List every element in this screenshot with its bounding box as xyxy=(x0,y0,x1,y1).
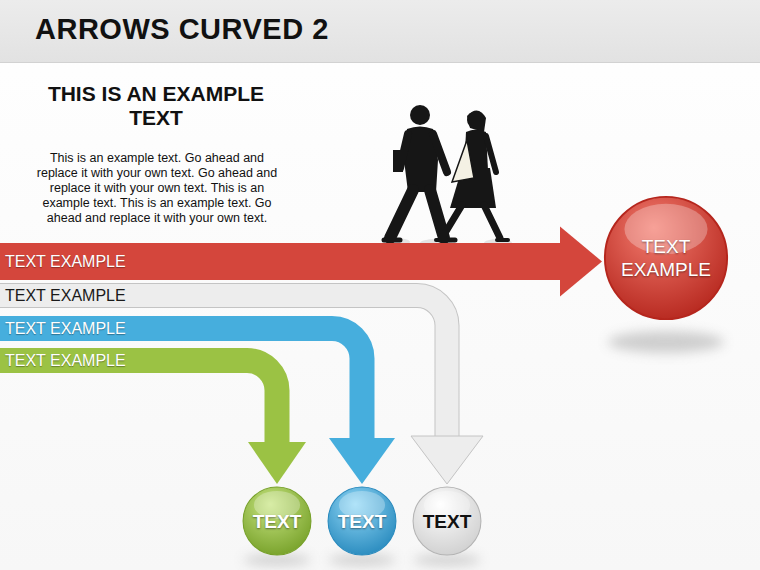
circle-label: TEXT xyxy=(423,510,472,533)
text-circle: TEXT xyxy=(327,486,397,556)
arrow-shaft xyxy=(400,296,447,438)
arrow-shaft xyxy=(310,329,362,440)
shadow xyxy=(328,554,396,566)
band-label: TEXT EXAMPLE xyxy=(5,348,126,373)
circle-body xyxy=(328,487,396,555)
woman-silhouette xyxy=(436,110,508,240)
curved-arrow xyxy=(310,329,395,485)
circle-body xyxy=(605,197,727,319)
band-label: TEXT EXAMPLE xyxy=(5,284,126,307)
circle-body xyxy=(243,487,311,555)
circle-label: TEXT xyxy=(253,510,302,533)
arrow-band: TEXT EXAMPLE xyxy=(0,348,230,373)
leg xyxy=(390,190,413,238)
curved-arrow xyxy=(400,296,483,485)
band-label: TEXT EXAMPLE xyxy=(5,316,126,341)
arrow-shaft xyxy=(230,361,277,444)
arrow-band: TEXT EXAMPLE xyxy=(0,283,400,308)
shoe xyxy=(384,238,400,243)
arrow-head xyxy=(411,436,483,484)
arm xyxy=(433,134,447,172)
arrow-head xyxy=(329,438,395,484)
curved-arrow xyxy=(230,361,306,485)
leg xyxy=(484,205,500,238)
page-title: ARROWS CURVED 2 xyxy=(35,13,329,46)
shoe xyxy=(436,238,447,242)
leg xyxy=(442,205,462,238)
shadow xyxy=(243,554,311,566)
man-silhouette xyxy=(384,105,455,240)
circle-text-box: TEXT xyxy=(327,486,397,556)
shadow xyxy=(608,331,724,353)
shadow xyxy=(413,554,481,566)
circle-shadows xyxy=(243,331,724,566)
body-text: This is an example text. Go ahead and re… xyxy=(28,151,286,226)
arm xyxy=(486,136,496,172)
circle-body xyxy=(413,487,481,555)
circle-label: TEXT EXAMPLE xyxy=(614,235,718,281)
curved-arrow xyxy=(556,227,602,297)
arrow-head xyxy=(248,442,306,484)
text-circle: TEXT xyxy=(242,486,312,556)
hair xyxy=(467,110,486,132)
circle-text-box: TEXT xyxy=(242,486,312,556)
text-circle: TEXT EXAMPLE xyxy=(603,195,729,321)
circle-text-box: TEXT xyxy=(412,486,482,556)
circle-shape xyxy=(603,195,729,321)
circle-label: TEXT xyxy=(338,510,387,533)
bag xyxy=(452,140,474,182)
shoe xyxy=(497,238,508,242)
leg xyxy=(430,190,444,238)
section-heading: THIS IS AN EXAMPLE TEXT xyxy=(20,82,292,130)
text-circle: TEXT xyxy=(412,486,482,556)
circle-text-box: TEXT EXAMPLE xyxy=(603,195,729,321)
arrow-band: TEXT EXAMPLE xyxy=(0,316,310,341)
folder xyxy=(393,150,403,172)
band-label: TEXT EXAMPLE xyxy=(5,243,126,280)
arrow-head xyxy=(560,227,602,297)
arrow-band: TEXT EXAMPLE xyxy=(0,243,556,280)
head xyxy=(410,105,430,125)
arrow-shaft-outline xyxy=(400,296,447,438)
